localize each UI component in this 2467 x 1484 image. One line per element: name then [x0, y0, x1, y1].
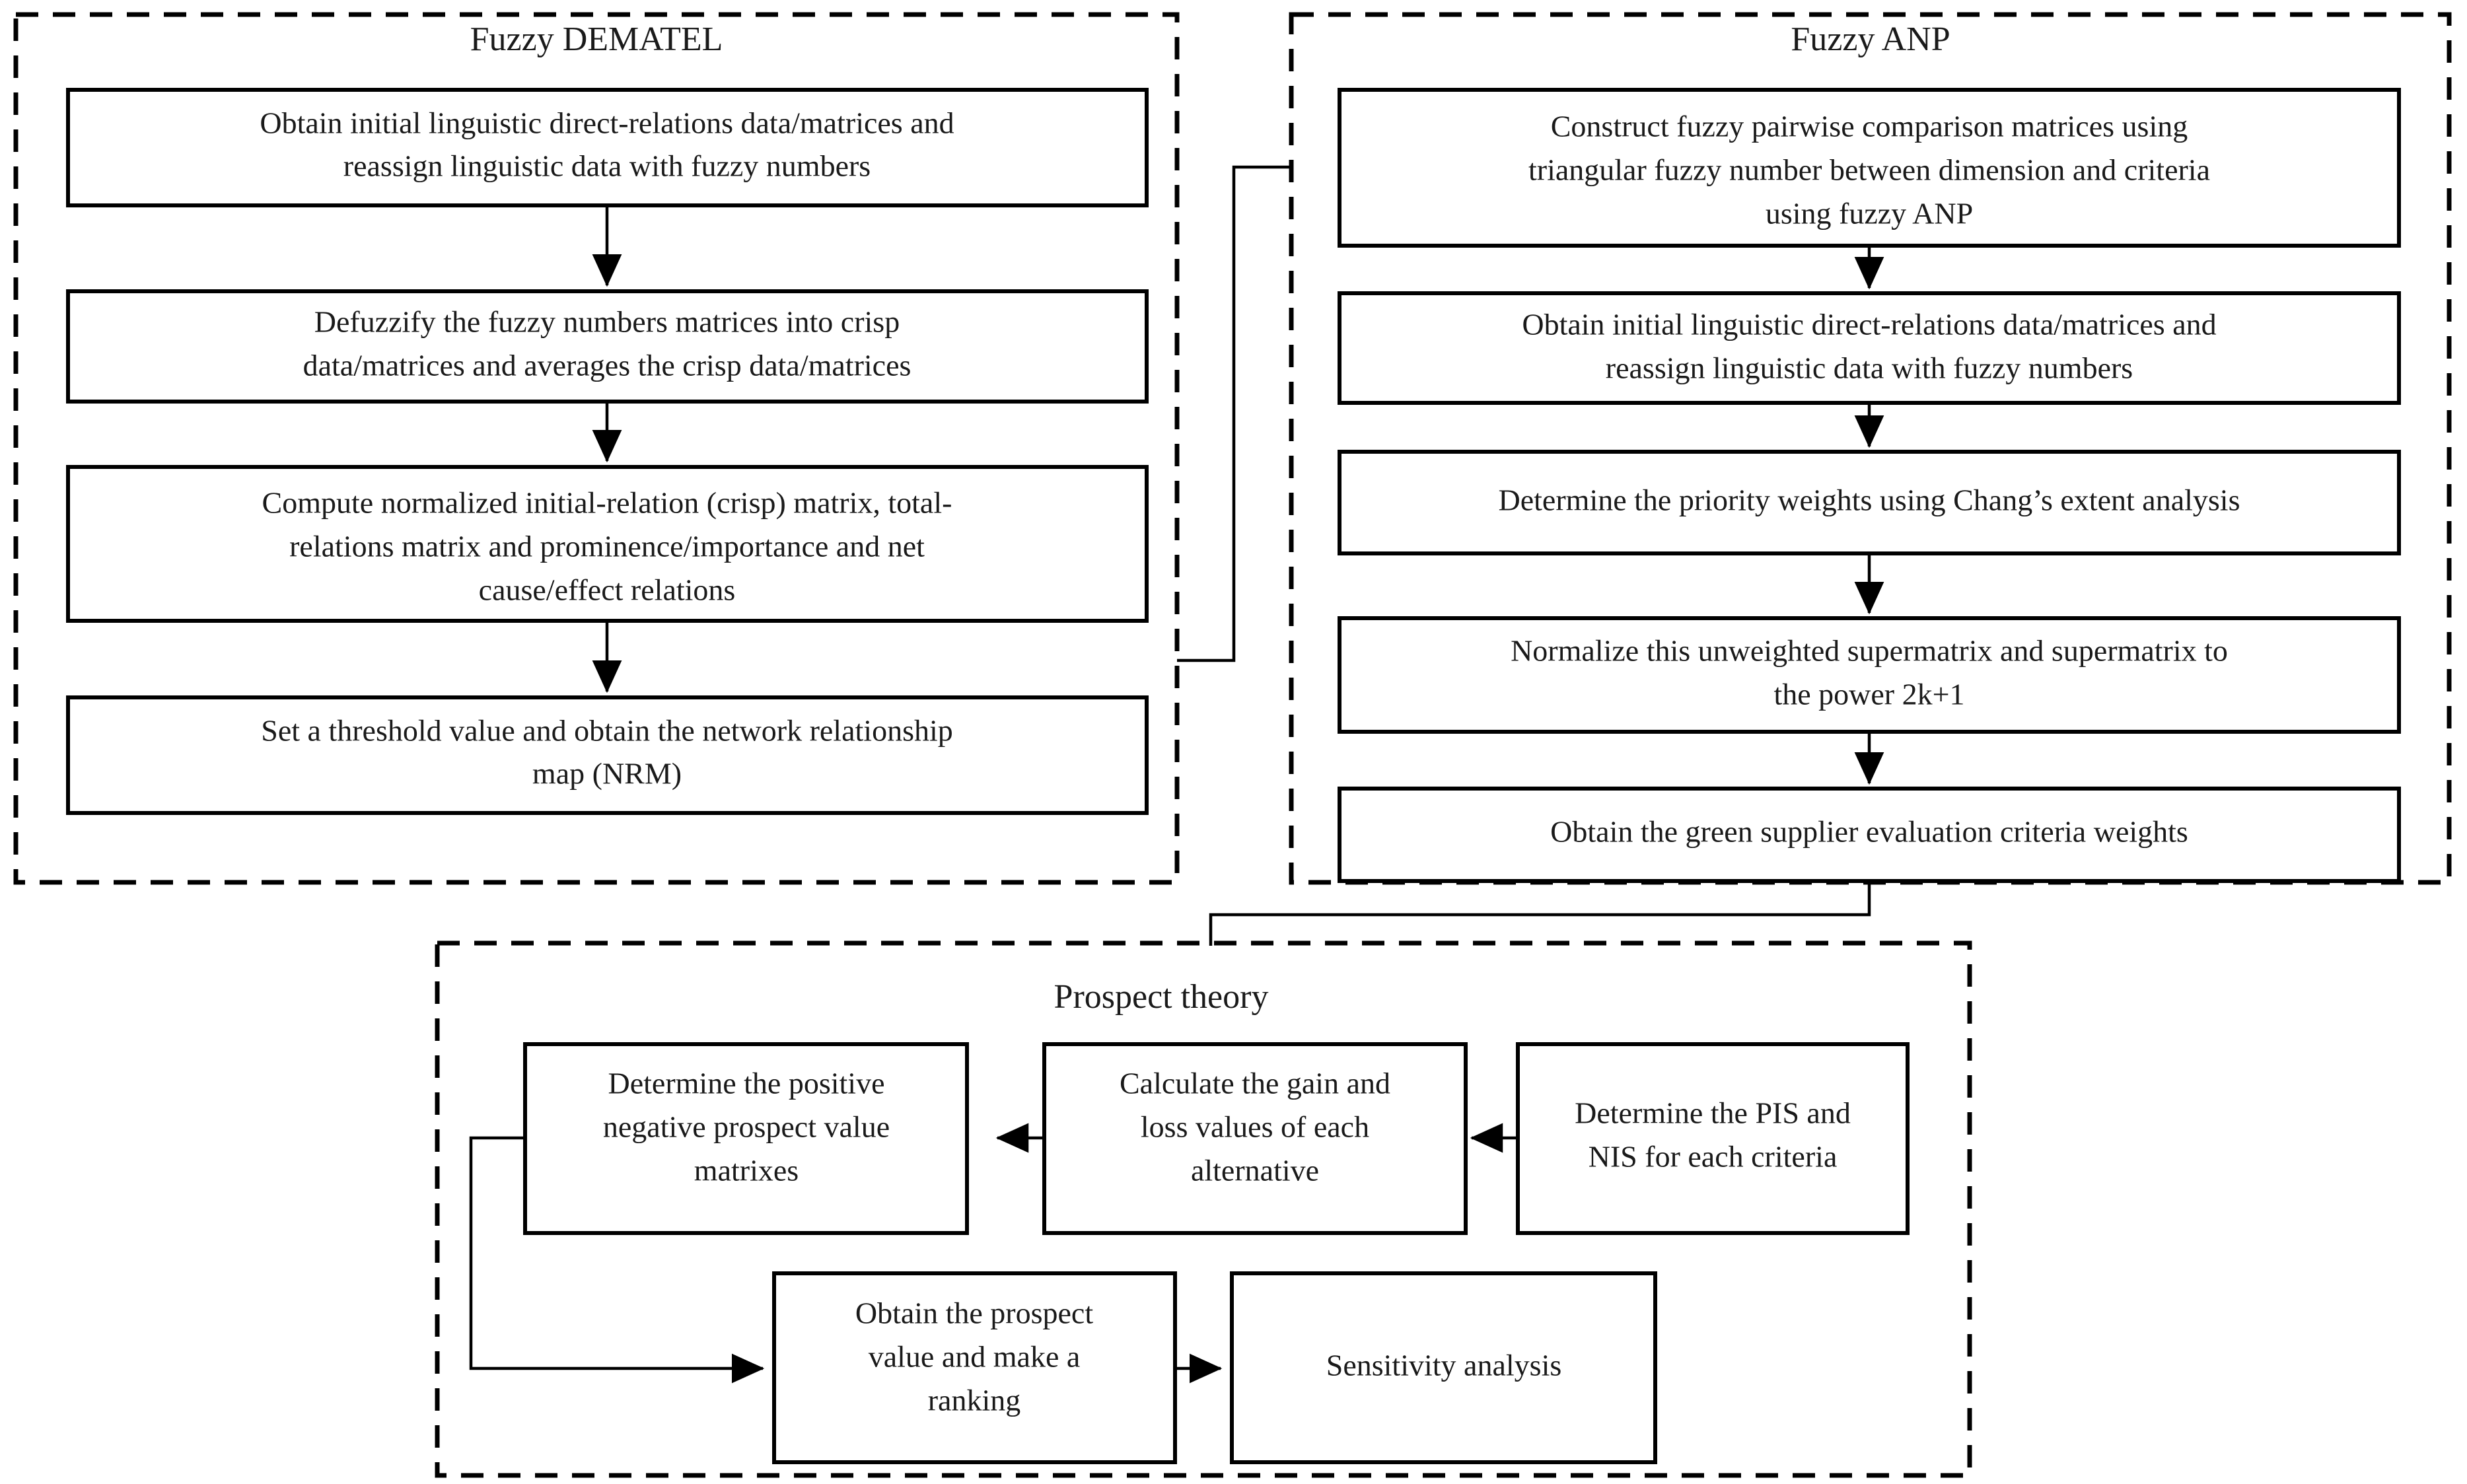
node-pt-gain-loss-line-2: loss values of each — [1141, 1110, 1369, 1144]
node-anp-3: Determine the priority weights using Cha… — [1338, 450, 2401, 555]
panel-anp-title: Fuzzy ANP — [1791, 20, 1950, 58]
node-anp-2-line-1: Obtain initial linguistic direct-relatio… — [1522, 308, 2216, 341]
node-pt-gain-loss-box — [1042, 1042, 1468, 1235]
node-pt-prospect-matrix-line-2: negative prospect value — [603, 1110, 890, 1144]
panel-prospect-theory: Prospect theory Determine the PIS and NI… — [435, 940, 1972, 1478]
node-anp-1: Construct fuzzy pairwise comparison matr… — [1338, 88, 2401, 248]
node-pt-prospect-matrix-line-3: matrixes — [694, 1154, 799, 1187]
node-pt-prospect-matrix-line-1: Determine the positive — [608, 1067, 885, 1100]
node-anp-4: Normalize this unweighted supermatrix an… — [1338, 616, 2401, 734]
node-dematel-1-box — [66, 88, 1149, 207]
node-dematel-1: Obtain initial linguistic direct-relatio… — [66, 88, 1149, 207]
node-anp-1-line-3: using fuzzy ANP — [1766, 197, 1973, 230]
node-pt-gain-loss: Calculate the gain and loss values of ea… — [1042, 1042, 1468, 1235]
node-dematel-2-line-1: Defuzzify the fuzzy numbers matrices int… — [314, 305, 900, 339]
panel-prospect-border — [435, 940, 1972, 1478]
node-pt-pis-nis-line-2: NIS for each criteria — [1589, 1140, 1838, 1174]
panel-dematel-title: Fuzzy DEMATEL — [470, 20, 723, 58]
node-pt-ranking-line-1: Obtain the prospect — [855, 1296, 1093, 1330]
node-dematel-4-box — [66, 695, 1149, 815]
node-anp-2-line-2: reassign linguistic data with fuzzy numb… — [1606, 351, 2133, 385]
node-dematel-1-line-2: reassign linguistic data with fuzzy numb… — [343, 149, 871, 183]
panel-prospect-title: Prospect theory — [1054, 978, 1269, 1016]
node-dematel-4-line-1: Set a threshold value and obtain the net… — [261, 714, 953, 748]
node-pt-prospect-matrix: Determine the positive negative prospect… — [523, 1042, 969, 1235]
node-dematel-3-box — [66, 465, 1149, 623]
node-anp-3-line-1: Determine the priority weights using Cha… — [1499, 483, 2240, 517]
node-anp-1-line-1: Construct fuzzy pairwise comparison matr… — [1551, 110, 2188, 143]
edge-prospectmatrix-to-ranking — [469, 1136, 765, 1384]
node-pt-pis-nis-box — [1516, 1042, 1910, 1235]
node-dematel-2-line-2: data/matrices and averages the crisp dat… — [303, 349, 912, 382]
node-anp-5-line-1: Obtain the green supplier evaluation cri… — [1550, 815, 2188, 849]
node-dematel-4-line-2: map (NRM) — [532, 757, 682, 791]
node-dematel-3-line-1: Compute normalized initial-relation (cri… — [262, 486, 952, 520]
node-pt-gain-loss-line-1: Calculate the gain and — [1120, 1067, 1390, 1100]
node-pt-ranking-box — [772, 1271, 1177, 1464]
node-pt-pis-nis-line-1: Determine the PIS and — [1575, 1096, 1851, 1130]
node-pt-sensitivity-box — [1230, 1271, 1657, 1464]
node-pt-ranking-line-3: ranking — [928, 1384, 1021, 1417]
panel-fuzzy-anp: Fuzzy ANP Construct fuzzy pairwise compa… — [1289, 12, 2452, 885]
node-anp-5-box — [1338, 787, 2401, 883]
node-dematel-2: Defuzzify the fuzzy numbers matrices int… — [66, 289, 1149, 404]
node-anp-2: Obtain initial linguistic direct-relatio… — [1338, 291, 2401, 405]
node-pt-ranking: Obtain the prospect value and make a ran… — [772, 1271, 1177, 1464]
node-pt-gain-loss-line-3: alternative — [1191, 1154, 1319, 1187]
node-pt-ranking-line-2: value and make a — [869, 1340, 1081, 1374]
node-anp-1-box — [1338, 88, 2401, 248]
panel-dematel-border — [13, 12, 1180, 885]
node-anp-4-line-2: the power 2k+1 — [1773, 678, 1964, 711]
node-pt-sensitivity-line-1: Sensitivity analysis — [1326, 1349, 1562, 1382]
node-anp-5: Obtain the green supplier evaluation cri… — [1338, 787, 2401, 883]
node-dematel-3-line-3: cause/effect relations — [479, 573, 736, 607]
node-dematel-3-line-2: relations matrix and prominence/importan… — [289, 530, 925, 563]
node-pt-prospect-matrix-box — [523, 1042, 969, 1235]
edge-anp-to-prospect — [1209, 881, 1871, 946]
panel-fuzzy-dematel: Fuzzy DEMATEL Obtain initial linguistic … — [13, 12, 1180, 885]
node-anp-4-line-1: Normalize this unweighted supermatrix an… — [1511, 634, 2228, 668]
node-dematel-4: Set a threshold value and obtain the net… — [66, 695, 1149, 815]
node-pt-pis-nis: Determine the PIS and NIS for each crite… — [1516, 1042, 1910, 1235]
node-dematel-1-line-1: Obtain initial linguistic direct-relatio… — [260, 106, 954, 140]
edge-dematel-to-anp — [1177, 165, 1293, 662]
node-anp-1-line-2: triangular fuzzy number between dimensio… — [1528, 153, 2210, 187]
node-anp-4-box — [1338, 616, 2401, 734]
node-pt-sensitivity: Sensitivity analysis — [1230, 1271, 1657, 1464]
node-anp-2-box — [1338, 291, 2401, 405]
node-dematel-3: Compute normalized initial-relation (cri… — [66, 465, 1149, 623]
